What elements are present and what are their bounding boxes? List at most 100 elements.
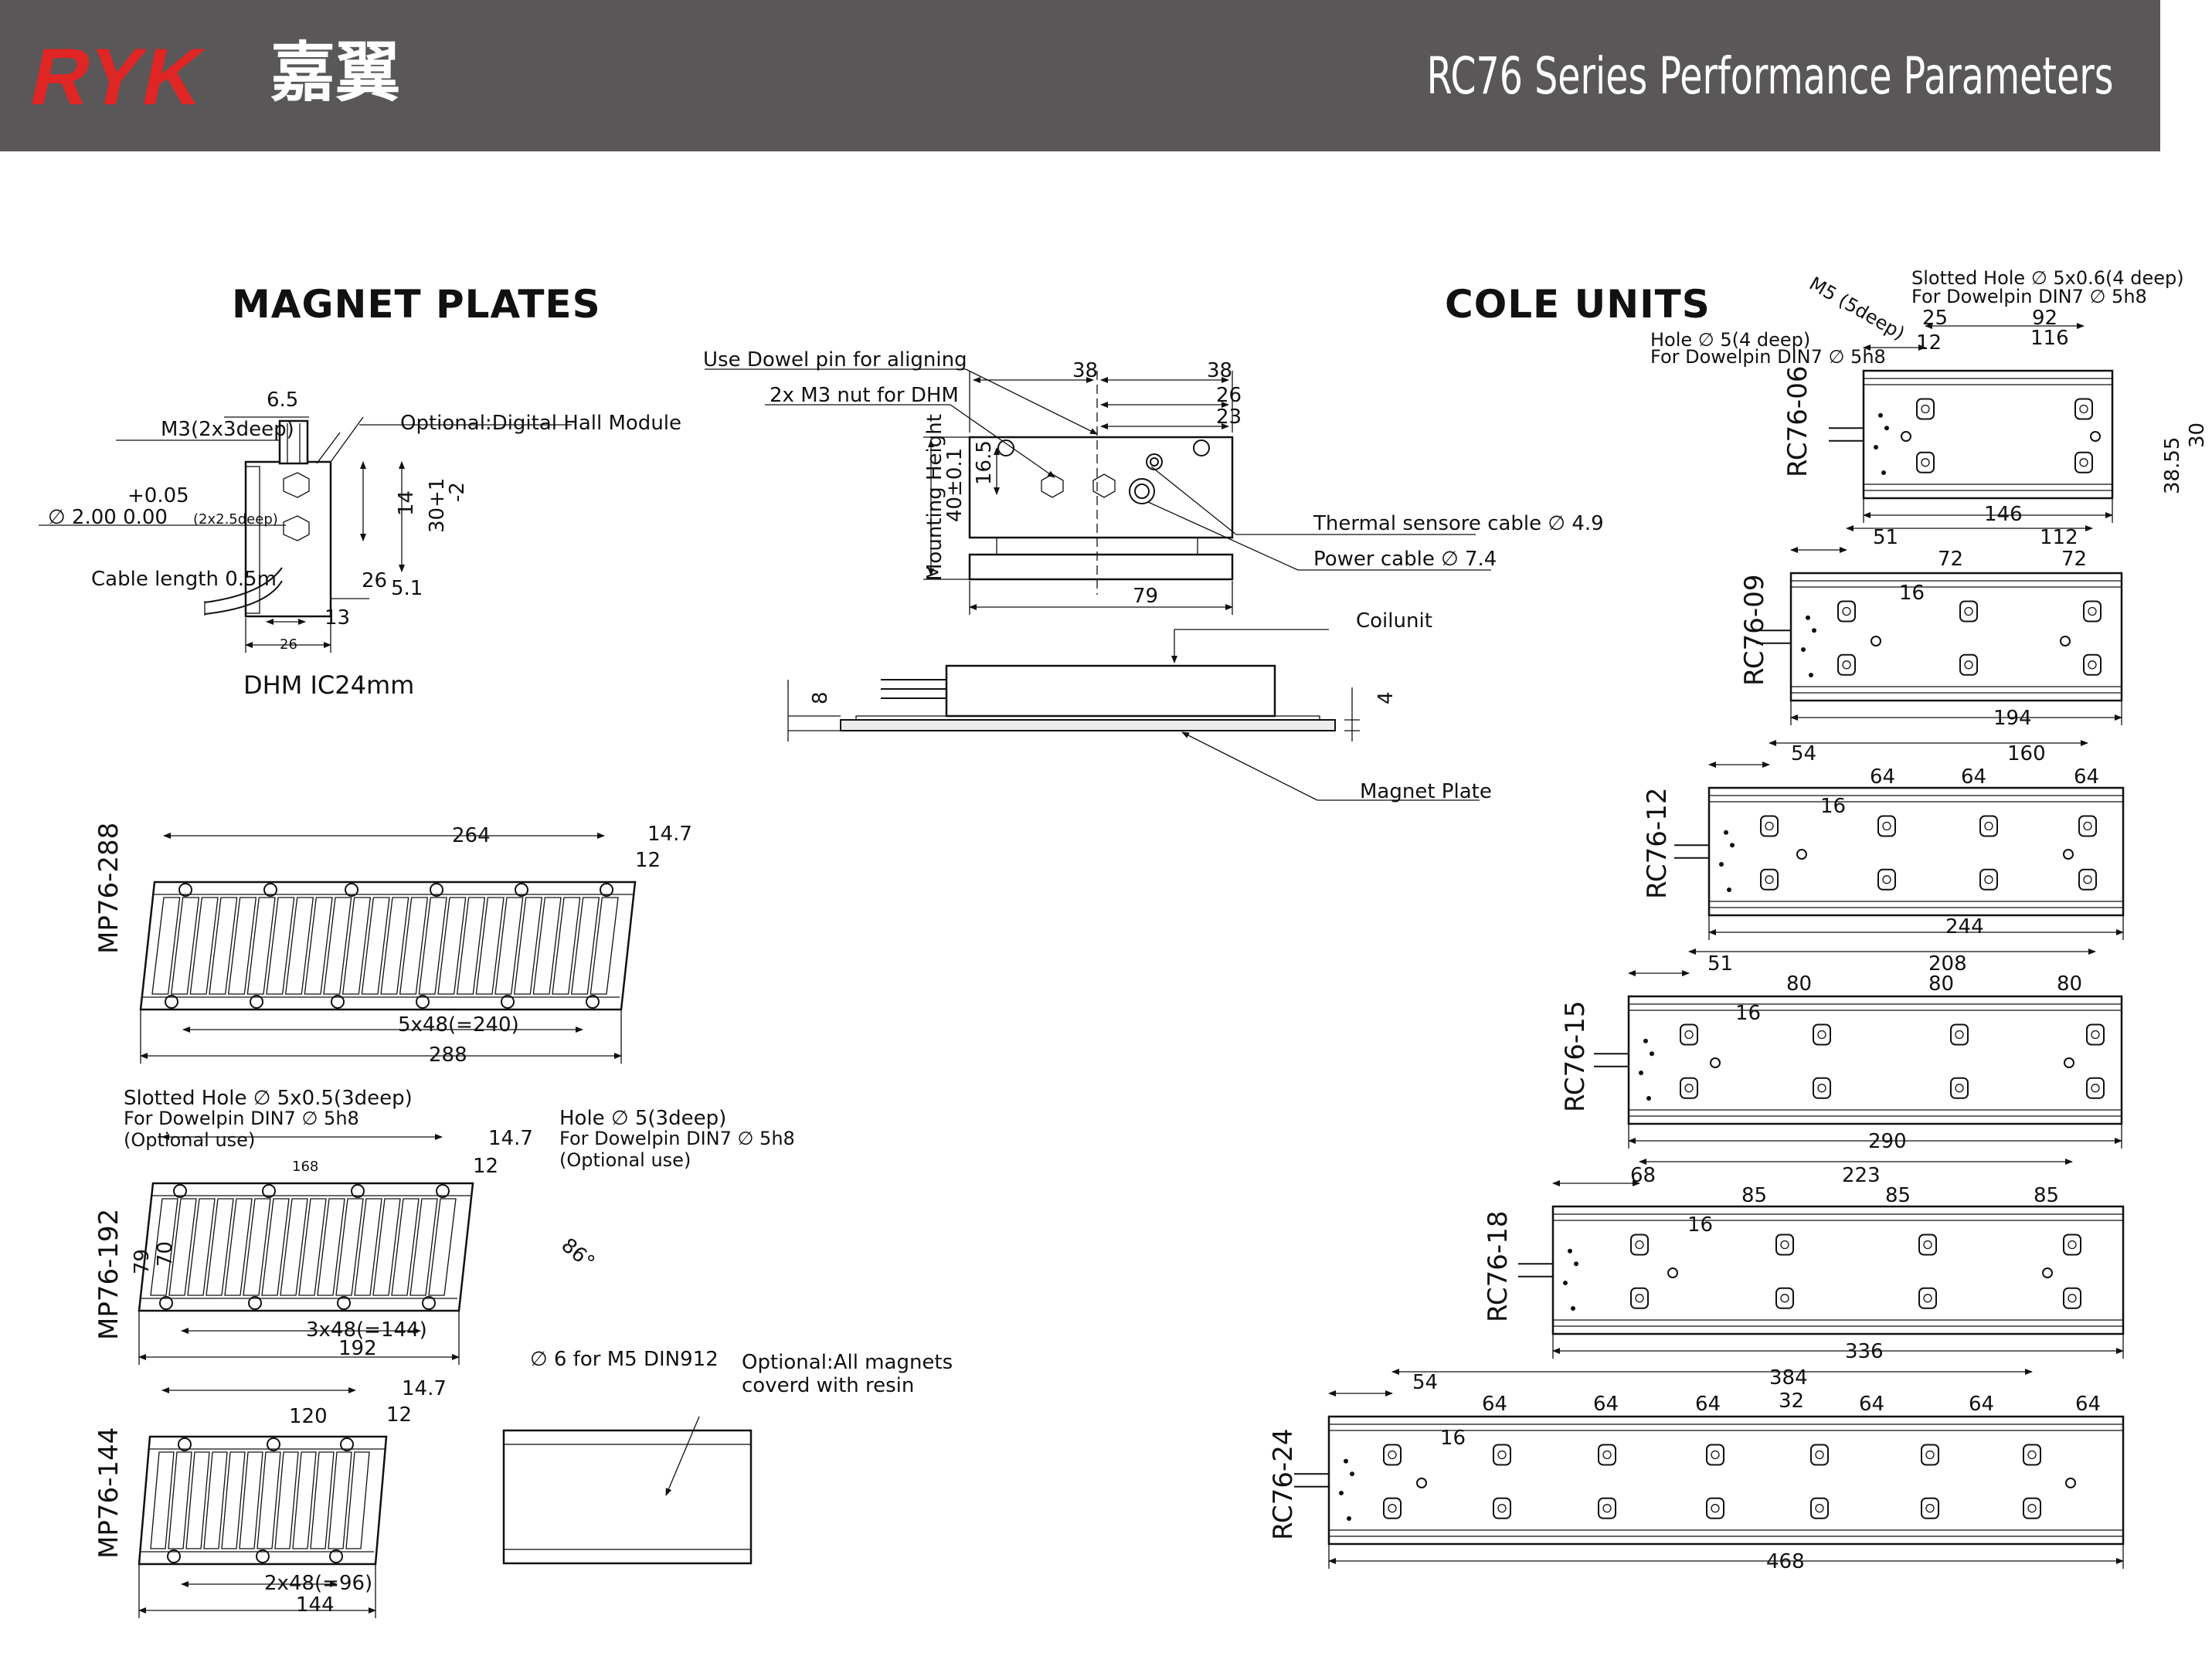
mount-hole [340,1437,354,1451]
mount-hole [436,1184,450,1198]
mount-hole-inner [2068,1240,2077,1250]
mount-hole [173,1184,187,1198]
mount-hole [1810,1444,1829,1466]
mount-hole-inner [1984,821,1993,831]
screw-dot [1339,1491,1344,1495]
magnet-bar [209,897,238,995]
header-bar: RYK 嘉翼 RC76 Series Performance Parameter… [0,0,2160,151]
mp288-dim-12: 12 [635,849,661,872]
dhm-dim-26a: 26 [362,569,387,592]
screw-dot [1574,1261,1578,1267]
side-mounting-height: Mounting Height [923,414,946,581]
rc09-label: RC76-09 [1739,575,1770,686]
side-dim-38b: 38 [1207,359,1232,382]
mount-hole-inner [1765,875,1774,884]
dowel-hole [2060,636,2071,646]
magnet-bar [513,897,543,995]
mount-hole [2063,1287,2081,1309]
mount-hole [1680,1077,1698,1099]
side-dim-38a: 38 [1072,359,1098,382]
mount-hole [1760,868,1779,891]
rc09-d1: 51 [1873,526,1898,549]
mp192-hole-dowel: For Dowelpin DIN7 ∅ 5h8 [559,1128,795,1149]
magnet-bar [292,1451,317,1549]
mount-hole [1837,653,1856,676]
screw-dot [1881,470,1886,475]
coil-outline [1551,1205,2125,1335]
rc24-d8: 64 [1969,1393,1994,1416]
rc18-length: 336 [1845,1340,1884,1363]
mount-hole [1916,398,1935,420]
magnet-bar [494,897,524,995]
magnet-bar [428,1198,457,1296]
rc15-label: RC76-15 [1560,1001,1591,1112]
rc18-d6: 16 [1687,1213,1713,1237]
magnet-bar [227,897,257,995]
mp192-angle: 86° [557,1234,600,1274]
magnet-bar [532,897,562,995]
mount-hole-inner [2088,660,2097,670]
screw-dot [1884,426,1889,431]
mp192-length: 192 [338,1337,377,1360]
mount-hole-inner [2079,458,2088,467]
screw-dot [1563,1281,1568,1285]
rc18-d4: 85 [1885,1184,1911,1207]
mp144-label: MP76-144 [93,1427,124,1559]
mount-hole-inner [1882,875,1891,884]
screw-dot [1350,1471,1354,1477]
mp192-dim-14-7: 14.7 [488,1127,533,1150]
magnet-bar [246,897,276,995]
magnet-bar [354,1198,382,1296]
mp192-slotted-dowel: For Dowelpin DIN7 ∅ 5h8 [124,1108,359,1129]
side-dim-16-5: 16.5 [973,440,996,485]
magnet-bar [203,1451,228,1549]
dowel-hole [2063,849,2074,860]
mount-hole [2078,868,2097,891]
mount-hole [1383,1444,1402,1466]
mount-hole-inner [2088,606,2097,616]
rc18-d2: 223 [1842,1164,1881,1187]
mp192-label: MP76-192 [93,1209,124,1340]
mp192-dim-12: 12 [473,1155,498,1178]
rc09-d3: 72 [1938,548,1963,571]
rc76-12-drawing [1674,740,2125,940]
magnet-bar [475,897,505,995]
mount-hole-inner [1817,1084,1826,1093]
rc06-dim-30: 30 [2186,422,2209,448]
mount-hole [1813,1077,1831,1099]
magnet-bar [168,1451,192,1549]
mount-hole [1775,1234,1794,1256]
mount-hole-inner [1817,1030,1826,1040]
mount-hole [1918,1287,1937,1309]
mp288-dim-14-7: 14.7 [647,823,692,846]
mount-hole-inner [1815,1504,1824,1513]
dowel-hole [2090,431,2101,442]
section-magnet-plate-label: Magnet Plate [1360,780,1492,803]
screw-dot [1347,1516,1351,1521]
mount-hole-inner [1388,1450,1397,1460]
magnet-bar [298,1198,327,1296]
resin-note-1: Optional:All magnets [742,1351,953,1374]
screw-dot [1727,887,1731,892]
mount-hole-inner [1921,458,1930,467]
mount-hole [345,883,358,897]
dhm-dim-5-1: 5.1 [391,577,423,600]
rc15-d2: 208 [1928,952,1967,976]
mount-hole-inner [1955,1084,1964,1093]
magnet-bar [345,1451,370,1549]
rc18-label: RC76-18 [1483,1211,1514,1322]
mount-hole-inner [1882,821,1891,831]
dhm-cable-length: Cable length 0.5m [91,568,277,591]
mount-hole-inner [1711,1504,1720,1513]
mount-hole-inner [1842,606,1851,616]
dhm-dowel-tol: +0.05 [127,484,189,507]
side-dim-23: 23 [1216,406,1242,429]
mount-hole [1630,1287,1649,1309]
mount-hole [1979,815,1998,837]
magnet-plates-heading: MAGNET PLATES [232,282,601,327]
magnet-bar [187,1198,216,1296]
screw-dot [1801,647,1806,652]
mount-hole [1959,600,1978,623]
mount-hole [515,883,528,897]
screw-dot [1724,830,1728,835]
